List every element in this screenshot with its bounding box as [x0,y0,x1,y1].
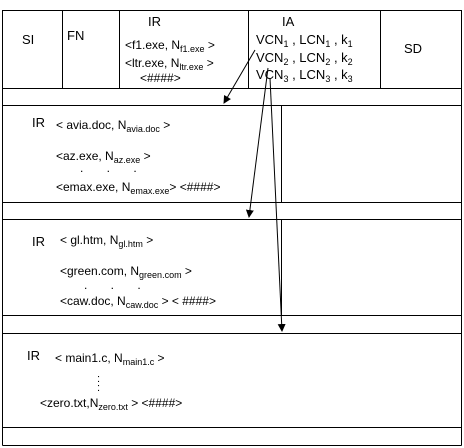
vertical-ellipsis: : [97,373,101,385]
block-entry: <emax.exe, Nemax.exe> <####> [56,180,221,196]
block-entry: <caw.doc, Ncaw.doc > < ####> [60,294,216,310]
header-ir-entry: <####> [140,71,181,85]
header-ir-entry: <ltr.exe, Nltr.exe > [125,56,214,72]
ia-entry: VCN1 , LCN1 , k1 [256,32,353,49]
pointer-arrow-2 [245,67,269,218]
sd-label: SD [404,41,423,56]
fn-label: FN [67,28,85,43]
ellipsis: . . . [84,278,151,292]
ellipsis: . . . [80,161,147,175]
block-ir-label: IR [32,234,45,249]
block-entry: < main1.c, Nmain1.c > [55,351,165,367]
ir-title: IR [148,14,161,29]
block-entry: < gl.htm, Ngl.htm > [60,233,154,249]
ia-title: IA [282,14,295,29]
block-ir-label: IR [32,115,45,130]
header-row [2,10,462,89]
vertical-ellipsis: : [97,382,101,394]
block-entry: <green.com, Ngreen.com > [60,264,192,280]
block-entry: <zero.txt,Nzero.txt > <####> [40,396,183,412]
ia-entry: VCN2 , LCN2 , k2 [256,50,353,67]
pointer-arrow-1 [223,49,256,104]
block-entry: <az.exe, Naz.exe > [56,149,151,165]
si-label: SI [22,32,35,47]
block-ir-label: IR [27,348,40,363]
header-ir-entry: <f1.exe, Nf1.exe > [125,38,215,54]
ia-entry: VCN3 , LCN3 , k3 [256,67,353,84]
pointer-arrow-3 [269,77,286,332]
block-entry: < avia.doc, Navia.doc > [56,118,171,134]
